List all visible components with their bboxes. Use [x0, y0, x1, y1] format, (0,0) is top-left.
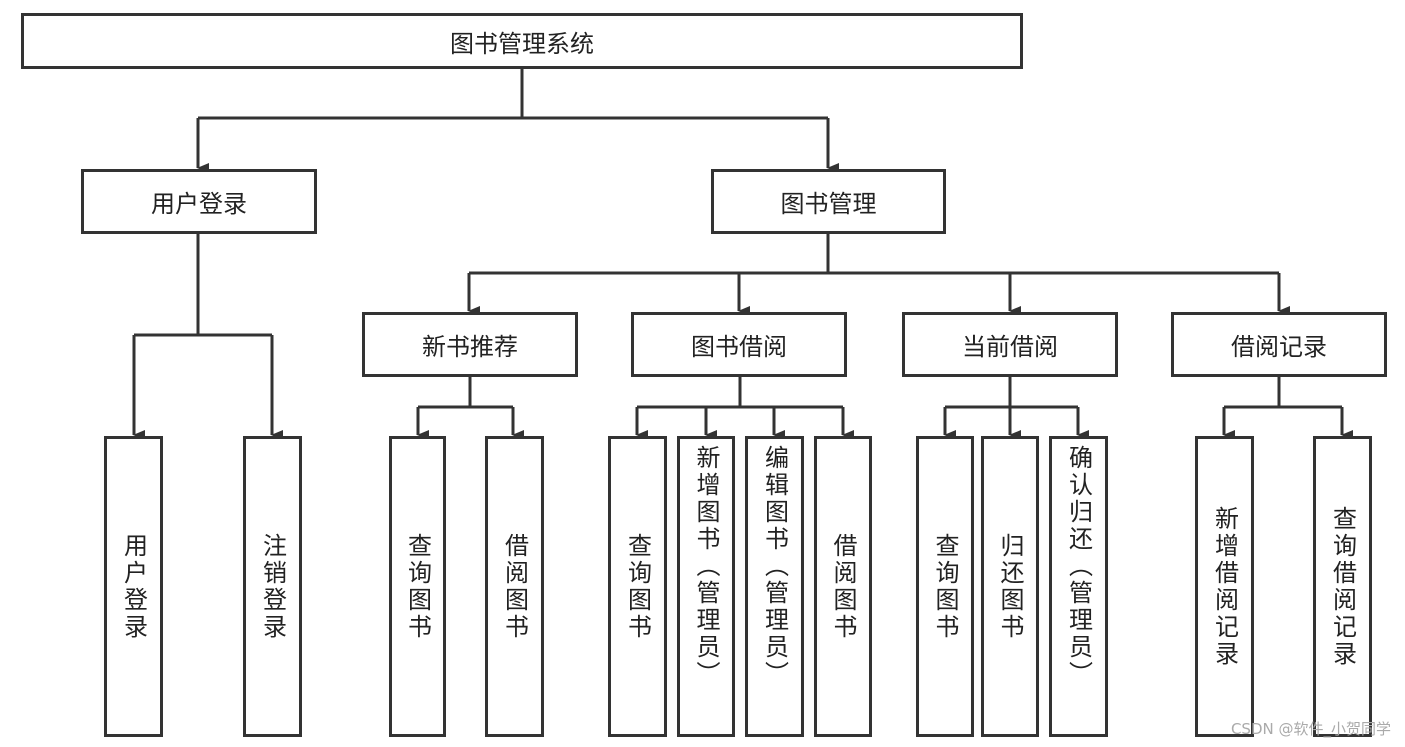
- watermark: CSDN @软件_小贺同学: [1230, 720, 1391, 738]
- node-label: 新增借阅记录: [1210, 505, 1239, 668]
- node-label: 新书推荐: [422, 333, 518, 361]
- node-book-management: 图书管理: [711, 169, 946, 234]
- node-label: 新增图书（管理员）: [692, 445, 720, 688]
- node-label: 归还图书: [996, 532, 1024, 641]
- node-logout: 注销登录: [243, 436, 302, 737]
- node-query-borrow-record: 查询借阅记录: [1313, 436, 1372, 737]
- node-book-borrow: 图书借阅: [631, 312, 847, 377]
- node-label: 查询借阅记录: [1328, 505, 1357, 668]
- node-borrow-records: 借阅记录: [1171, 312, 1387, 377]
- node-label: 图书借阅: [691, 333, 787, 361]
- node-label: 借阅图书: [829, 532, 857, 641]
- node-label: 借阅图书: [500, 532, 529, 641]
- node-label: 用户登录: [151, 190, 247, 218]
- node-new-books: 新书推荐: [362, 312, 578, 377]
- node-label: 用户登录: [119, 532, 148, 641]
- node-add-book-admin: 新增图书（管理员）: [677, 436, 735, 737]
- node-user-login: 用户登录: [81, 169, 317, 234]
- node-label: 图书管理系统: [450, 29, 594, 58]
- node-label: 查询图书: [403, 532, 432, 641]
- node-edit-book-admin: 编辑图书（管理员）: [745, 436, 804, 737]
- node-label: 编辑图书（管理员）: [760, 445, 789, 688]
- node-borrow-books: 借阅图书: [814, 436, 872, 737]
- node-query-books: 查询图书: [916, 436, 974, 737]
- node-label: 注销登录: [258, 532, 287, 641]
- node-query-books: 查询图书: [389, 436, 446, 737]
- node-label: 图书管理: [780, 190, 877, 218]
- node-return-books: 归还图书: [981, 436, 1039, 737]
- node-confirm-return-admin: 确认归还（管理员）: [1049, 436, 1108, 737]
- node-label: 查询图书: [931, 532, 959, 641]
- node-current-borrow: 当前借阅: [902, 312, 1118, 377]
- node-login: 用户登录: [104, 436, 163, 737]
- node-borrow-books: 借阅图书: [485, 436, 544, 737]
- node-label: 查询图书: [623, 532, 652, 641]
- node-label: 当前借阅: [962, 333, 1058, 361]
- node-label: 借阅记录: [1231, 333, 1327, 361]
- node-root: 图书管理系统: [21, 13, 1023, 69]
- node-query-books: 查询图书: [608, 436, 667, 737]
- node-label: 确认归还（管理员）: [1064, 445, 1093, 688]
- node-add-borrow-record: 新增借阅记录: [1195, 436, 1254, 737]
